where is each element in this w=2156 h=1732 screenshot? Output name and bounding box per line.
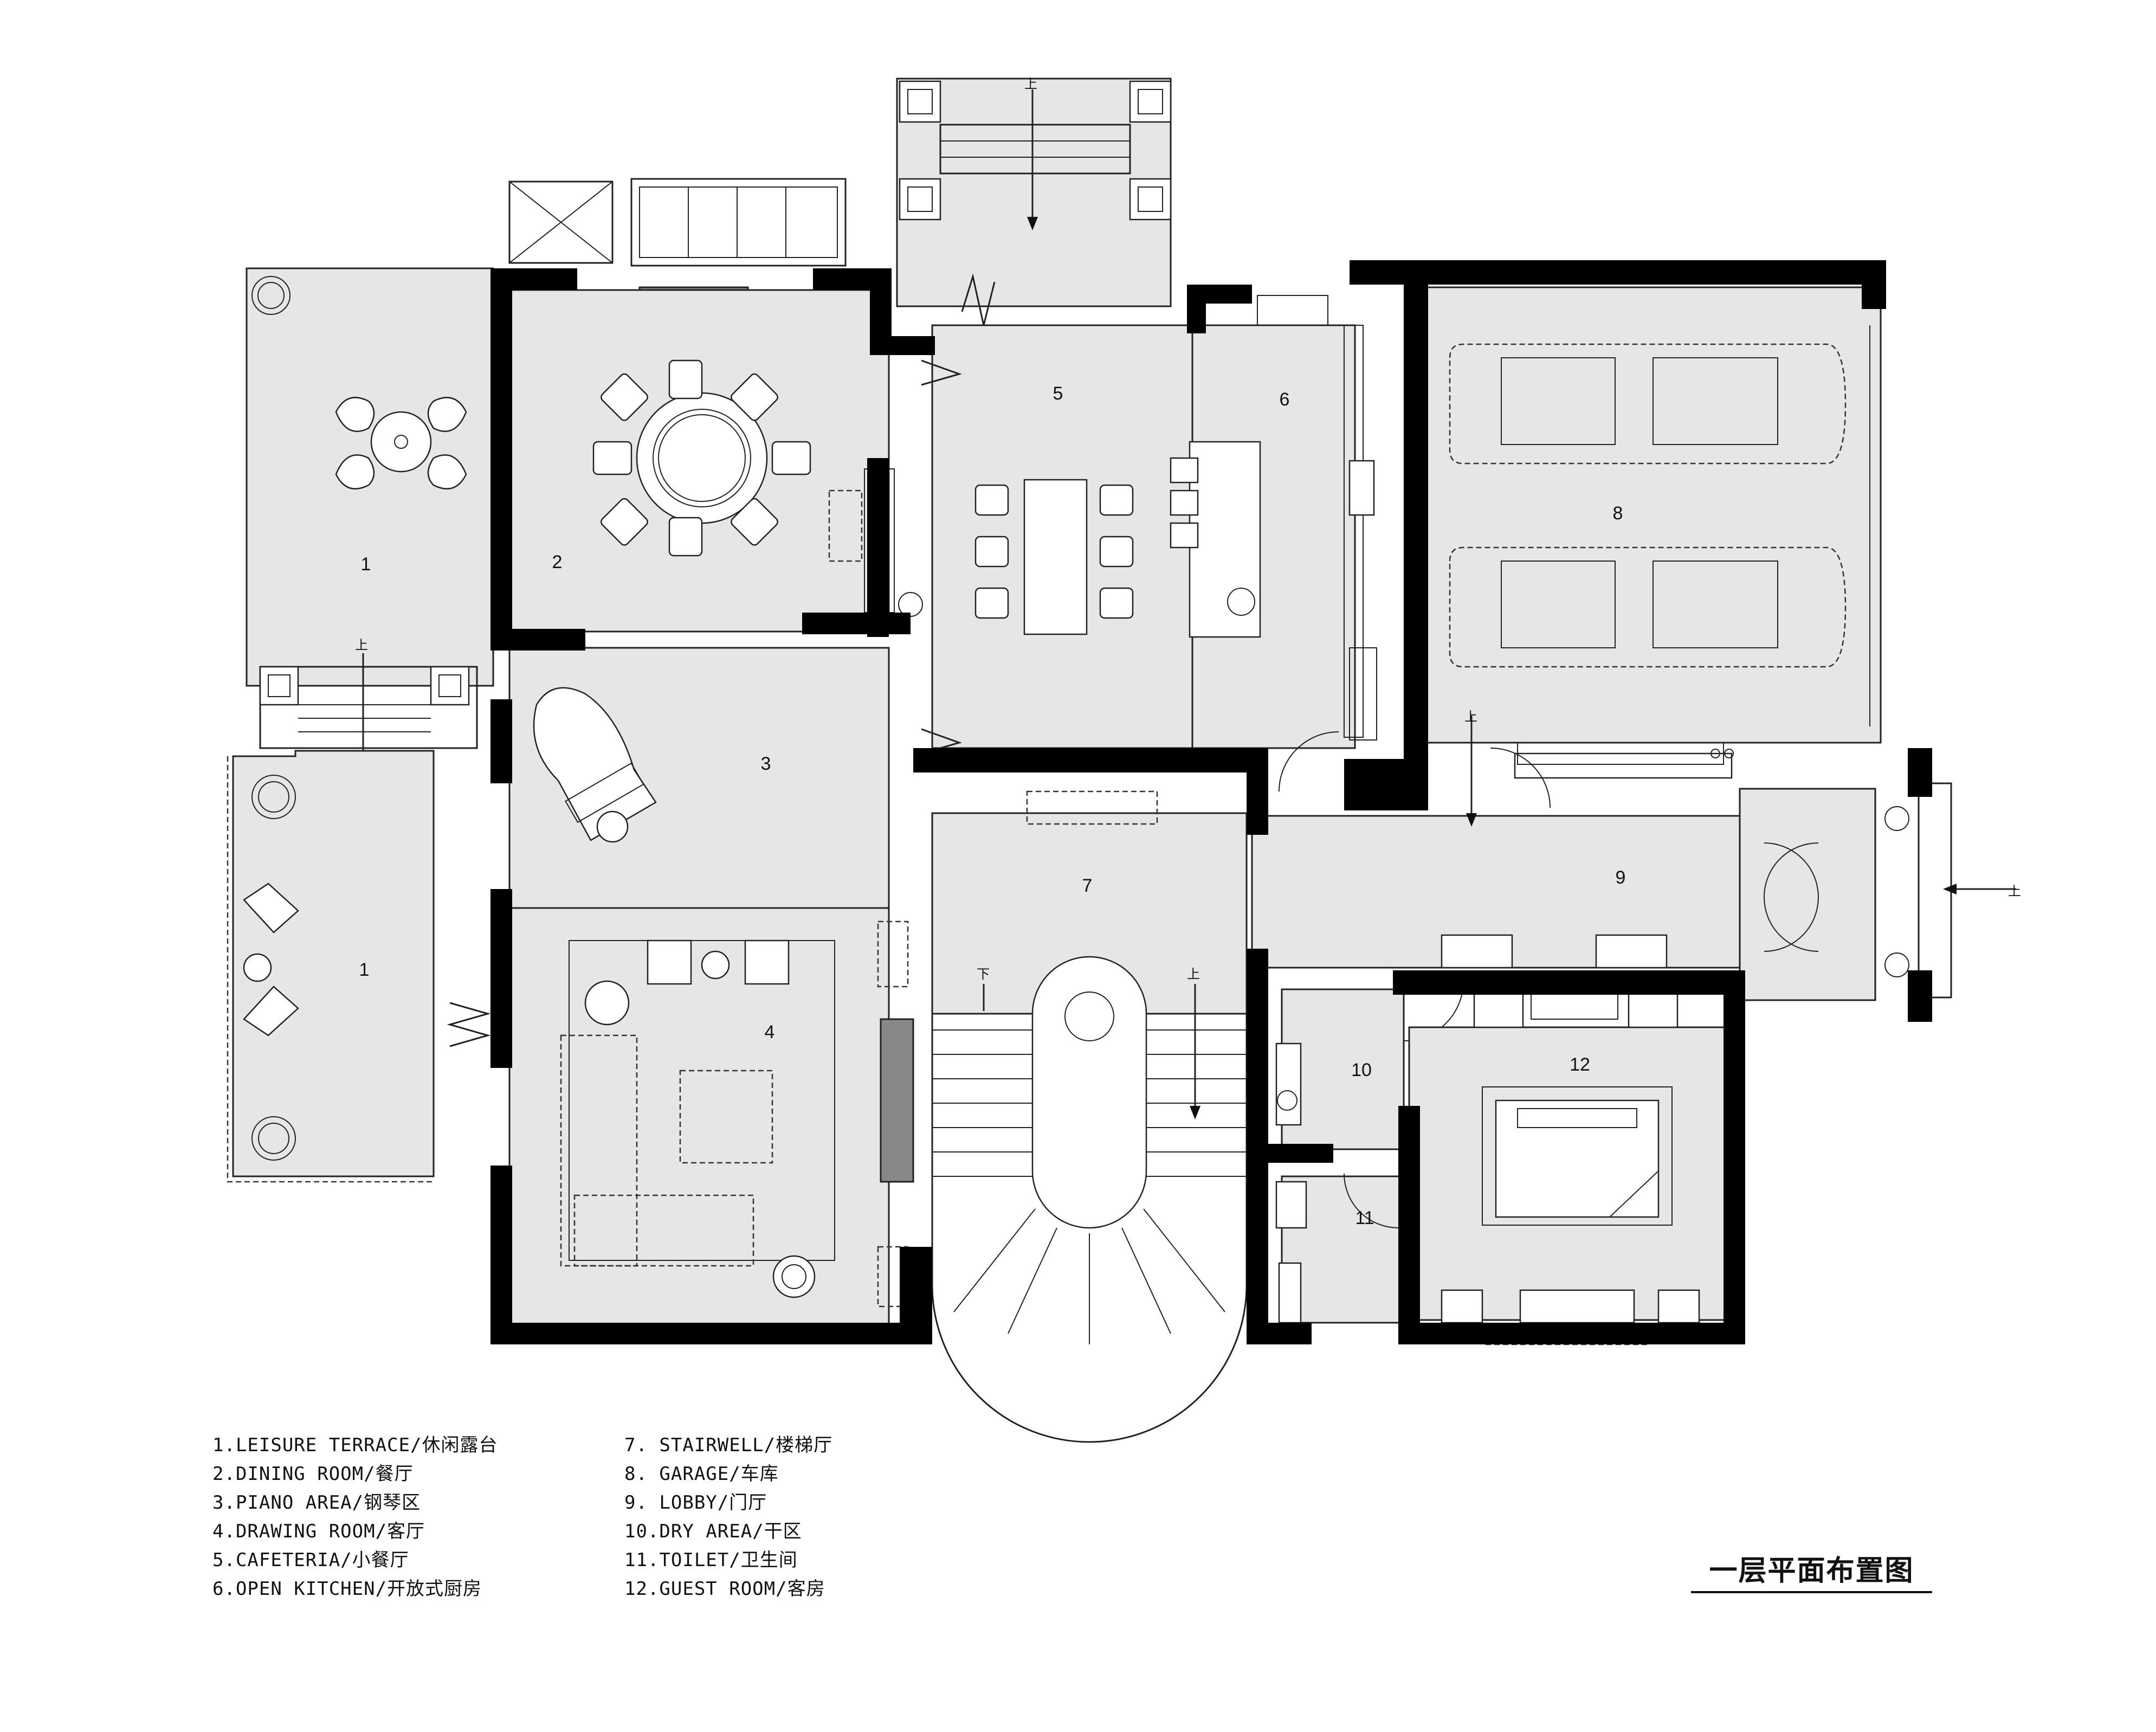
legend-column-right: 7. STAIRWELL/楼梯厅 8. GARAGE/车库 9. LOBBY/门… — [624, 1431, 832, 1604]
room-label-10: 10 — [1351, 1060, 1372, 1080]
room-label-9: 9 — [1616, 867, 1626, 888]
up-mark-terrace: 上 — [355, 638, 368, 653]
legend-item: 8. GARAGE/车库 — [624, 1463, 779, 1485]
legend-item: 2.DINING ROOM/餐厅 — [212, 1463, 414, 1485]
north-entry-porch — [896, 78, 1172, 326]
legend-column-left: 1.LEISURE TERRACE/休闲露台 2.DINING ROOM/餐厅 … — [212, 1431, 498, 1604]
door-swings — [1490, 748, 1551, 808]
room-label-11: 11 — [1355, 1208, 1374, 1228]
piano-area — [508, 647, 890, 909]
room-label-2: 2 — [552, 552, 563, 572]
leisure-terrace-upper — [246, 267, 494, 687]
room-label-12: 12 — [1570, 1054, 1590, 1075]
legend-item: 6.OPEN KITCHEN/开放式厨房 — [212, 1578, 482, 1600]
room-label-1b: 1 — [359, 960, 370, 980]
room-label-1a: 1 — [361, 554, 371, 575]
up-mark-stair: 上 — [1187, 967, 1200, 982]
room-label-3: 3 — [761, 754, 771, 774]
room-label-8: 8 — [1613, 503, 1623, 524]
plan-title-box: 一层平面布置图 — [1691, 1553, 1932, 1593]
room-legend: 1.LEISURE TERRACE/休闲露台 2.DINING ROOM/餐厅 … — [212, 1431, 917, 1610]
room-label-4: 4 — [765, 1022, 775, 1042]
car-upper — [1449, 343, 1847, 465]
drawing-room — [508, 907, 914, 1337]
legend-item: 4.DRAWING ROOM/客厅 — [212, 1521, 425, 1542]
room-label-5: 5 — [1053, 383, 1063, 404]
legend-item: 3.PIANO AREA/钢琴区 — [212, 1492, 421, 1514]
dry-area — [1275, 981, 1464, 1150]
up-mark-north-entry: 上 — [1024, 76, 1037, 92]
room-label-7: 7 — [1082, 875, 1093, 896]
guest-room — [1408, 988, 1741, 1345]
toilet — [1275, 1173, 1405, 1324]
dining-room — [508, 289, 890, 633]
up-mark-east-entry: 上 — [2008, 884, 2021, 899]
up-mark-garage: 上 — [1464, 709, 1477, 724]
lobby — [1251, 716, 2016, 1001]
legend-item: 11.TOILET/卫生间 — [624, 1549, 798, 1571]
legend-item: 12.GUEST ROOM/客房 — [624, 1578, 825, 1600]
garage — [1419, 286, 1882, 744]
room-label-6: 6 — [1280, 389, 1290, 410]
legend-item: 9. LOBBY/门厅 — [624, 1492, 767, 1514]
car-lower — [1449, 546, 1847, 668]
open-kitchen — [1170, 295, 1377, 749]
legend-item: 5.CAFETERIA/小餐厅 — [212, 1549, 409, 1571]
structural-walls — [490, 260, 1932, 1344]
legend-item: 10.DRY AREA/干区 — [624, 1521, 802, 1542]
down-mark-stair: 下 — [977, 967, 990, 982]
legend-item: 1.LEISURE TERRACE/休闲露台 — [212, 1434, 498, 1456]
legend-item: 7. STAIRWELL/楼梯厅 — [624, 1434, 833, 1456]
plan-title: 一层平面布置图 — [1709, 1555, 1914, 1587]
stairwell — [931, 790, 1248, 1443]
leisure-terrace-lower — [227, 750, 491, 1183]
